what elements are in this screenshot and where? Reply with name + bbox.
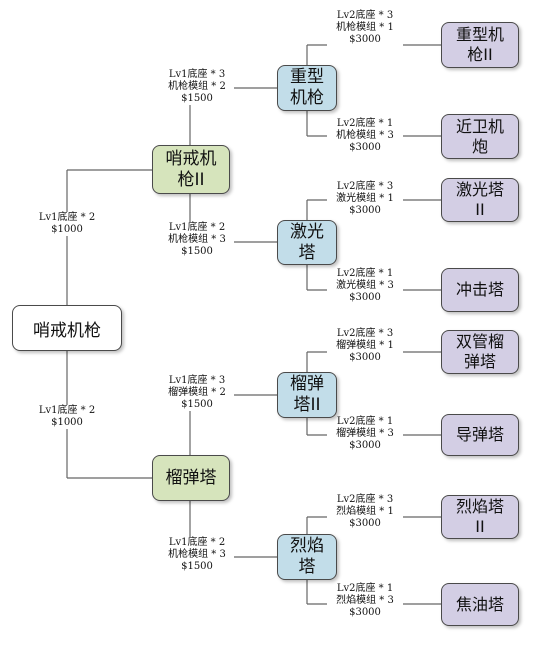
node-laser-tower-2: 激光塔 II [441,178,519,222]
cost-label-sentry-gun-2: Lv1底座 * 2 $1000 [32,212,102,236]
node-label: 重型 机枪 [290,67,324,108]
node-missile-tower: 导弹塔 [441,414,519,456]
node-label: 哨戒机 枪II [165,148,217,190]
node-close-defense-cannon: 近卫机 炮 [441,114,519,159]
cost-label-impact-tower: Lv2底座 * 1 激光模组 * 3 $3000 [327,268,403,304]
node-laser-tower: 激光 塔 [277,220,337,265]
node-grenade-tower: 榴弹塔 [152,455,230,501]
cost-label-grenade-tower: Lv1底座 * 2 $1000 [32,405,102,429]
node-label: 哨戒机枪 [33,320,101,341]
node-label: 重型机 枪II [455,25,504,64]
node-heavy-gun: 重型 机枪 [277,65,337,111]
node-impact-tower: 冲击塔 [441,268,519,312]
cost-label-heavy-gun: Lv1底座 * 3 机枪模组 * 2 $1500 [160,69,234,105]
node-label: 榴弹 塔II [290,374,324,415]
node-label: 激光塔 II [455,180,504,219]
cost-label-oil-tower: Lv2底座 * 1 烈焰模组 * 3 $3000 [327,583,403,619]
cost-label-twin-grenade-tower: Lv2底座 * 3 榴弹模组 * 1 $3000 [327,328,403,364]
node-label: 冲击塔 [455,280,504,299]
cost-label-laser-tower: Lv1底座 * 2 机枪模组 * 3 $1500 [160,222,234,258]
node-grenade-tower-2: 榴弹 塔II [277,372,337,418]
node-label: 导弹塔 [455,425,504,444]
node-label: 双管榴 弹塔 [455,332,504,371]
node-flame-tower: 烈焰 塔 [277,534,337,580]
node-label: 焦油塔 [455,594,504,614]
cost-label-flame-tower: Lv1底座 * 2 机枪模组 * 3 $1500 [160,537,234,573]
cost-label-close-defense-cannon: Lv2底座 * 1 机枪模组 * 3 $3000 [327,118,403,154]
node-label: 近卫机 炮 [455,116,504,156]
cost-label-grenade-tower-2: Lv1底座 * 3 榴弹模组 * 2 $1500 [160,375,234,411]
node-label: 榴弹塔 [165,467,217,488]
node-label: 激光 塔 [290,221,324,263]
node-twin-grenade-tower: 双管榴 弹塔 [441,330,519,374]
node-flame-tower-2: 烈焰塔 II [441,495,519,539]
node-label: 烈焰 塔 [290,536,324,577]
cost-label-heavy-gun-2: Lv2底座 * 3 机枪模组 * 1 $3000 [327,10,403,46]
node-heavy-gun-2: 重型机 枪II [441,22,519,68]
node-sentry-gun: 哨戒机枪 [12,305,122,351]
node-label: 烈焰塔 II [455,497,504,536]
cost-label-flame-tower-2: Lv2底座 * 3 烈焰模组 * 1 $3000 [327,494,403,530]
cost-label-laser-tower-2: Lv2底座 * 3 激光模组 * 1 $3000 [327,181,403,217]
node-sentry-gun-2: 哨戒机 枪II [152,145,230,194]
cost-label-missile-tower: Lv2底座 * 1 榴弹模组 * 3 $3000 [327,416,403,452]
node-oil-tower: 焦油塔 [441,583,519,626]
